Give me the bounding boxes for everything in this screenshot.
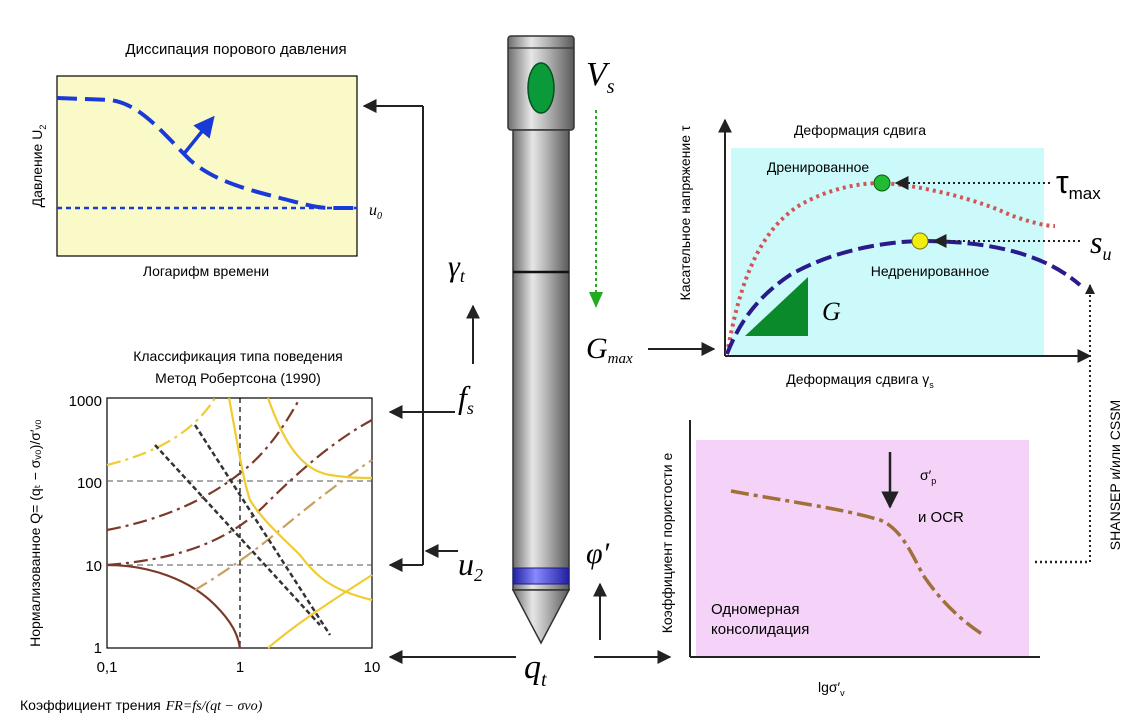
tau-max-label: τmax (1056, 164, 1101, 203)
su-marker (911, 232, 929, 250)
dissipation-panel: Диссипация порового давления u0 Логарифм… (29, 41, 382, 279)
gamma-t-label: γt (448, 250, 466, 286)
g-label: G (822, 297, 841, 326)
xtick-1: 1 (236, 659, 244, 676)
porewater-filter-band (512, 567, 570, 585)
consolidation-plot-area (696, 440, 1029, 657)
gmax-label: Gmax (586, 332, 633, 367)
shear-panel: Деформация сдвига Дренированное Недренир… (677, 118, 1111, 390)
dissipation-direction-arrow (181, 115, 215, 157)
consolidation-panel: σ′p и OCR Одномерная консолидация lgσ′v … (659, 284, 1123, 698)
drained-label: Дренированное (767, 159, 869, 175)
undrained-curve (725, 238, 1082, 355)
dissipation-plot-area (56, 75, 358, 257)
classification-ylabel: Нормализованное Q= (qₜ − σᵥ₀)/σ′ᵥ₀ (27, 419, 43, 647)
shansep-label: SHANSEP и/или CSSM (1107, 400, 1123, 550)
zone-boundary-7 (266, 397, 373, 480)
connector-arrows (362, 99, 716, 664)
phi-label: φ′ (586, 537, 610, 570)
vs-label: Vs (586, 56, 615, 98)
undrained-label: Недренированное (871, 263, 990, 279)
xtick-0-1: 0,1 (97, 659, 118, 676)
consolidation-caption-line2: консолидация (711, 621, 809, 638)
consolidation-ylabel: Коэффициент пористости e (659, 453, 675, 634)
shear-xlabel: Деформация сдвига γs (786, 371, 934, 390)
shear-modulus-triangle (745, 277, 808, 336)
zone-boundary-8 (267, 574, 373, 649)
fs-label: fs (458, 379, 474, 418)
dissipation-xlabel: Логарифм времени (143, 263, 269, 279)
consolidation-curve (730, 489, 986, 638)
ytick-100: 100 (77, 475, 102, 492)
ytick-1: 1 (94, 640, 102, 657)
classification-panel: Классификация типа поведения Метод Робер… (20, 348, 380, 714)
probe-shaft (512, 129, 570, 591)
classification-title-line2: Метод Робертсона (1990) (155, 370, 321, 386)
classification-title-line1: Классификация типа поведения (133, 348, 343, 364)
zone-boundary-2 (106, 419, 373, 567)
zone-boundary-1 (106, 563, 242, 649)
zone-boundary-6 (227, 397, 373, 602)
probe-cone-tip (511, 589, 571, 645)
tau-max-marker (873, 174, 891, 192)
sigma-p-label: σ′p (920, 467, 936, 486)
ytick-10: 10 (85, 558, 102, 575)
xtick-10: 10 (364, 659, 381, 676)
consolidation-xlabel: lgσ′v (818, 679, 845, 698)
su-label: su (1090, 224, 1111, 264)
qt-label: qt (524, 649, 547, 691)
vs-arrow-head (589, 292, 603, 308)
dissipation-curve (56, 96, 360, 210)
u2-label: u2 (458, 546, 483, 585)
ytick-1000: 1000 (69, 393, 102, 410)
zone-boundary-4 (106, 397, 216, 467)
dissipation-ylabel: Давление U2 (29, 125, 48, 208)
dissipation-title: Диссипация порового давления (125, 41, 346, 58)
zone-boundary-10 (193, 424, 332, 636)
shear-ylabel: Касательное напряжение τ (677, 125, 693, 300)
u0-label: u0 (369, 202, 382, 222)
ocr-label: и OCR (918, 509, 964, 526)
seismic-sensor-icon (527, 62, 555, 114)
zone-boundary-5 (194, 459, 373, 591)
consolidation-caption-line1: Одномерная (711, 601, 799, 618)
cone-penetrometer-probe (507, 35, 603, 645)
zone-boundary-9 (154, 444, 321, 626)
shear-title: Деформация сдвига (794, 122, 926, 138)
